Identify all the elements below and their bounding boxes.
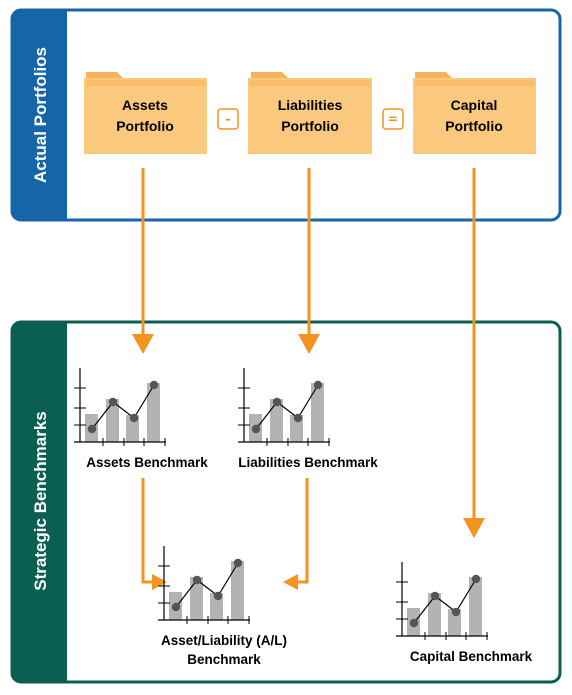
chart-point [313,380,323,390]
chart-bar [231,561,244,620]
al-benchmark-label-line2: Benchmark [187,652,261,667]
folder-label-line1: Liabilities [278,97,343,113]
folder-label-line1: Capital [451,97,498,113]
al-benchmark-label-line1: Asset/Liability (A/L) [161,633,287,648]
folder-label-line2: Portfolio [116,118,174,134]
chart-point [430,591,440,601]
minus-symbol: – [225,112,231,126]
chart-line [413,578,477,624]
assets-benchmark-label: Assets Benchmark [86,455,208,470]
equals-operator: = [382,108,404,130]
chart-point [213,591,223,601]
arrow-right-icon [141,478,156,584]
folder-icon [84,72,207,154]
chart-point [233,558,243,568]
chart-line [175,562,239,608]
folder-icon [413,72,536,154]
chart-point [129,413,139,423]
chart-line [255,384,319,430]
chart-bar [190,577,203,620]
chart-point [149,380,159,390]
chart-bar [270,399,283,442]
chart-point [171,602,181,612]
chart-bar [311,383,324,442]
chart-point [87,424,97,434]
equals-symbol: = [388,112,398,126]
folder-label-line2: Portfolio [445,118,503,134]
arrow-head [152,574,167,590]
flow-arrows [141,168,476,584]
chart-bar [106,399,119,442]
bar-line-chart-icon [158,546,250,624]
chart-bar [147,383,160,442]
chart-bar [469,577,482,636]
bar-line-chart-icon [238,368,330,446]
folder-capital: Capital Portfolio [413,72,536,154]
bar-line-chart-icon [396,562,488,640]
chart-bar [428,593,441,636]
actual-portfolios-label: Actual Portfolios [31,47,50,183]
capital-benchmark-label: Capital Benchmark [410,649,533,664]
chart-point [272,397,282,407]
chart-line [91,384,155,430]
arrow-left-icon [294,478,309,584]
chart-point [192,575,202,585]
chart-point [251,424,261,434]
chart-point [451,607,461,617]
folder-icon [248,72,372,154]
chart-point [108,397,118,407]
chart-point [293,413,303,423]
chart-point [471,574,481,584]
arrow-head [463,518,485,538]
bar-line-chart-icon [74,368,166,446]
folder-label-line1: Assets [122,97,168,113]
minus-operator: – [217,108,239,130]
arrow-head [132,334,154,354]
folder-label-line2: Portfolio [281,118,339,134]
strategic-benchmarks-label: Strategic Benchmarks [31,411,50,591]
liabilities-benchmark-label: Liabilities Benchmark [238,455,378,470]
folder-assets: Assets Portfolio [84,72,207,154]
arrow-heads [132,334,485,590]
folder-liabilities: Liabilities Portfolio [248,72,372,154]
arrow-head [283,574,298,590]
arrow-head [298,334,320,354]
chart-point [409,618,419,628]
